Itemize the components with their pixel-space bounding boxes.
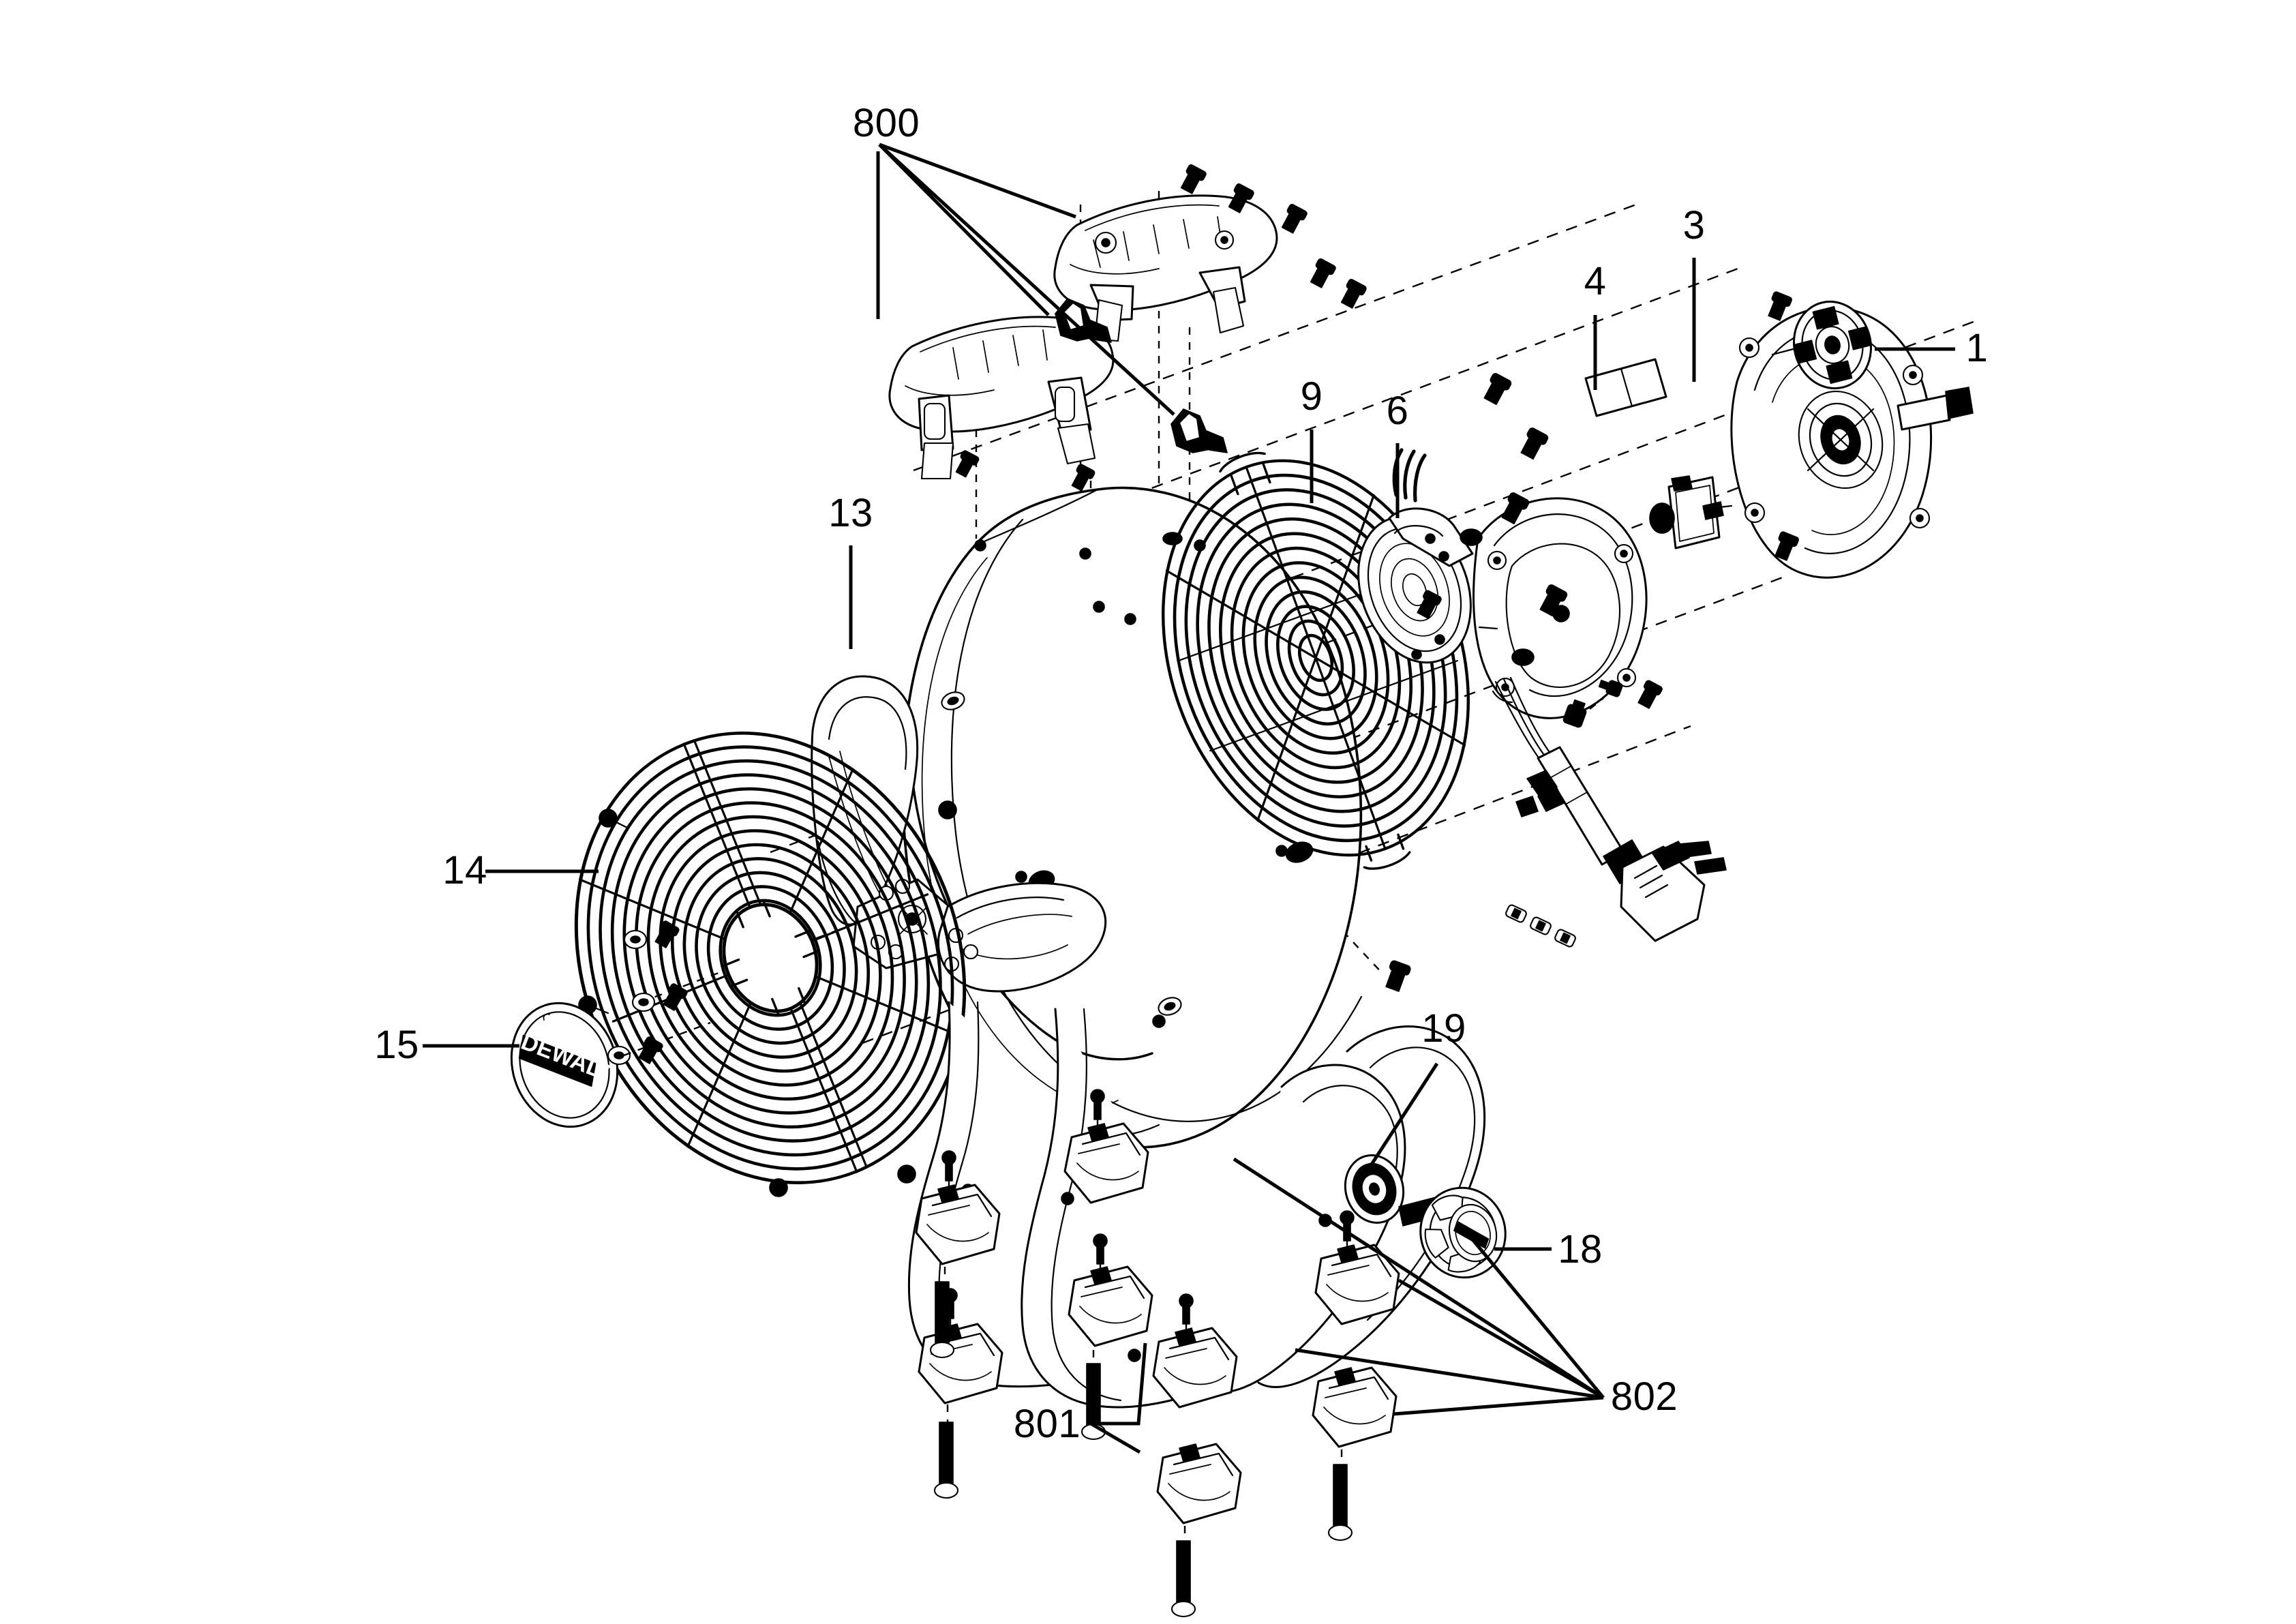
callout-3: 3: [1683, 203, 1706, 247]
rating-plate-4: [1584, 358, 1667, 417]
terminal-lugs: [1505, 904, 1576, 948]
dewalt-badge-cap-15: DEWALT: [510, 1002, 619, 1128]
control-knob-1: [1771, 300, 1872, 390]
handle-bracket-lower: [1170, 408, 1228, 453]
stand-clamp-kit: [915, 1089, 1400, 1618]
callout-leaders: [423, 142, 1955, 1454]
callout-802: 802: [1611, 1374, 1678, 1419]
clamp-cradle: [1314, 1244, 1400, 1325]
callout-14: 14: [442, 848, 487, 892]
clamp-cradle: [915, 1184, 1001, 1265]
callout-800: 800: [853, 101, 920, 145]
clamp-cradle: [1068, 1265, 1153, 1347]
tilt-bracket-13: [811, 675, 1107, 993]
callout-15: 15: [374, 1023, 419, 1067]
callout-801: 801: [1014, 1402, 1081, 1446]
power-cord-assembly: [1492, 676, 1727, 948]
switch-module-3: [1649, 475, 1733, 550]
tilt-pivot-19: [1344, 1154, 1405, 1224]
callout-19: 19: [1421, 1006, 1466, 1051]
callout-6: 6: [1387, 389, 1409, 433]
handle-bracket-upper: [1055, 298, 1112, 343]
callout-9: 9: [1301, 374, 1323, 419]
clamp-cradle: [1156, 1443, 1242, 1524]
callout-4: 4: [1584, 259, 1607, 303]
clamp-cradle: [1063, 1122, 1149, 1204]
badge-screw-hardware: [607, 920, 725, 1066]
callout-labels: 800 3 1 4 9 6 13 14 15 19 18 801 802: [374, 101, 1988, 1446]
cord-connectors: [1515, 679, 1623, 817]
motor-assembly-6: [1357, 448, 1474, 664]
callout-1: 1: [1966, 326, 1989, 370]
handle-screws: [955, 164, 1367, 492]
clamp-cradle: [1312, 1366, 1398, 1448]
tilt-lock-knob-18: [1398, 1186, 1507, 1279]
callout-18: 18: [1558, 1227, 1603, 1272]
control-housing: [1730, 291, 1974, 579]
callout-13: 13: [828, 491, 873, 535]
handle-assembly-group-800: [888, 164, 1367, 492]
clamp-bolts: [929, 1089, 1355, 1618]
front-wire-guard-14: [567, 731, 974, 1197]
handle-lower: [888, 316, 1115, 480]
